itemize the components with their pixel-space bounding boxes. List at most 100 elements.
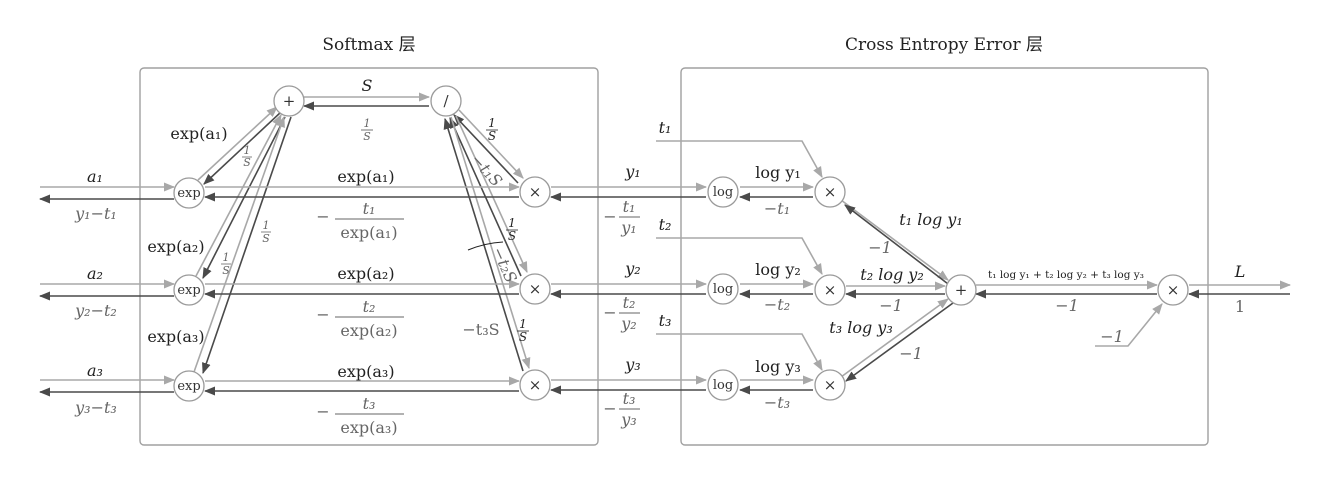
exp-a2-backward-fraction: − t₂ exp(a₂): [316, 297, 404, 340]
divide-to-times3-arrow: [450, 116, 531, 370]
cross-entropy-layer-box: [680, 67, 1209, 446]
times-node-3: ×: [519, 369, 551, 401]
svg-text:t₁: t₁: [623, 197, 636, 216]
sum-forward-label: t₁ log y₁ + t₂ log y₂ + t₃ log y₃: [988, 269, 1144, 281]
svg-text:−: −: [603, 207, 616, 226]
sum-back-num: 1: [364, 117, 371, 130]
ce-times-node-2: ×: [814, 274, 846, 306]
y2-gradient-fraction: − t₂ y₂: [603, 293, 640, 333]
svg-text:×: ×: [529, 183, 542, 201]
minus-one-label-2: −1: [879, 296, 903, 315]
svg-text:exp: exp: [177, 379, 200, 394]
y1-gradient-fraction: − t₁ y₁: [603, 197, 640, 237]
minus-one-label-3: −1: [899, 344, 923, 363]
svg-text:×: ×: [824, 281, 837, 299]
neg-t2-label: −t₂: [764, 295, 790, 314]
exp-a1-forward-label: exp(a₁): [337, 167, 394, 186]
svg-text:+: +: [283, 92, 296, 110]
input-a3-label: a₃: [87, 361, 103, 380]
ce-plus-node: +: [945, 274, 977, 306]
one-over-s-label-4: 1 S: [486, 116, 498, 143]
times-node-1: ×: [519, 176, 551, 208]
loss-grad-label: 1: [1235, 297, 1245, 316]
divide-to-times1-arrow: [458, 109, 524, 179]
log-node-3: log: [707, 369, 739, 401]
svg-text:×: ×: [1167, 281, 1180, 299]
svg-text:y₂: y₂: [620, 314, 636, 333]
exp-a3-backward-fraction: − t₃ exp(a₃): [316, 394, 404, 437]
exp-node-1: exp: [173, 177, 205, 209]
svg-text:−: −: [603, 399, 616, 418]
svg-text:t₁: t₁: [363, 199, 376, 218]
one-over-s-label-6: 1 S: [517, 317, 529, 344]
final-times-node: ×: [1157, 274, 1189, 306]
times-node-2: ×: [519, 273, 551, 305]
plus-node-softmax: +: [273, 85, 305, 117]
neg-t3s-label: −t₃S: [462, 320, 499, 339]
plus-to-exp1-arrow: [203, 111, 282, 185]
t1-label: t₁: [659, 118, 672, 137]
times1-to-divide-arrow: [453, 114, 519, 184]
svg-text:−: −: [316, 305, 329, 324]
svg-text:exp(a₁): exp(a₁): [340, 223, 397, 242]
neg-t3-label: −t₃: [764, 393, 790, 412]
log-y2-label: log y₂: [755, 260, 801, 279]
ce-times-node-3: ×: [814, 369, 846, 401]
softmax-layer-box: [139, 67, 599, 446]
loss-label: L: [1234, 262, 1246, 281]
times1-to-plus-arrow: [840, 199, 949, 281]
svg-text:log: log: [713, 378, 733, 393]
t3-log-y3-label: t₃ log y₃: [829, 318, 892, 337]
exp-a3-label-left: exp(a₃): [147, 327, 204, 346]
exp-node-3: exp: [173, 370, 205, 402]
t2-log-y2-label: t₂ log y₂: [860, 265, 923, 284]
svg-text:+: +: [955, 281, 968, 299]
svg-text:×: ×: [824, 183, 837, 201]
svg-text:1: 1: [263, 219, 270, 232]
svg-text:exp(a₂): exp(a₂): [340, 321, 397, 340]
neg-t2s-label: −t₂S: [488, 244, 521, 286]
svg-text:y₃: y₃: [620, 410, 636, 429]
divide-to-times2-arrow: [455, 115, 528, 274]
y3-label: y₃: [624, 355, 640, 374]
svg-text:log: log: [713, 185, 733, 200]
log-y1-label: log y₁: [755, 163, 801, 182]
exp-node-2: exp: [173, 274, 205, 306]
times3-to-plus-arrow: [840, 298, 949, 378]
y2-label: y₂: [624, 259, 640, 278]
svg-text:S: S: [262, 232, 270, 245]
svg-text:1: 1: [223, 251, 230, 264]
one-over-s-label-3: 1 S: [221, 251, 231, 277]
t1-log-y1-label: t₁ log y₁: [899, 210, 962, 229]
svg-text:exp: exp: [177, 186, 200, 201]
plus-to-times3-arrow: [845, 302, 954, 382]
svg-text:exp: exp: [177, 283, 200, 298]
svg-text:S: S: [243, 156, 251, 169]
y1-label: y₁: [624, 162, 640, 181]
exp2-to-plus-arrow: [195, 114, 282, 277]
exp-a3-forward-label: exp(a₃): [337, 362, 394, 381]
exp-a1-label-left: exp(a₁): [170, 124, 227, 143]
const-minus-one-label: −1: [1100, 327, 1124, 346]
svg-text:1: 1: [519, 317, 527, 331]
sum-back-den: S: [363, 130, 371, 143]
exp-a1-backward-fraction: − t₁ exp(a₁): [316, 199, 404, 242]
handwritten-mark: [467, 241, 504, 251]
y3-gradient-fraction: − t₃ y₃: [603, 389, 640, 429]
minus-one-label-1: −1: [868, 238, 892, 257]
softmax-layer-title: Softmax 层: [322, 35, 415, 55]
svg-text:t₂: t₂: [363, 297, 376, 316]
t3-arrow: [656, 333, 823, 371]
svg-text:S: S: [508, 229, 516, 243]
svg-text:−: −: [316, 402, 329, 421]
neg-t1-label: −t₁: [764, 199, 790, 218]
log-y3-label: log y₃: [755, 357, 801, 376]
exp3-to-plus-arrow: [193, 115, 285, 373]
grad-a3-label: y₃−t₃: [74, 398, 117, 417]
minus-one-label-4: −1: [1055, 296, 1079, 315]
plus-to-times1-arrow: [844, 204, 953, 288]
sum-s-label: S: [362, 76, 373, 95]
exp-a2-forward-label: exp(a₂): [337, 264, 394, 283]
svg-text:t₂: t₂: [623, 293, 636, 312]
